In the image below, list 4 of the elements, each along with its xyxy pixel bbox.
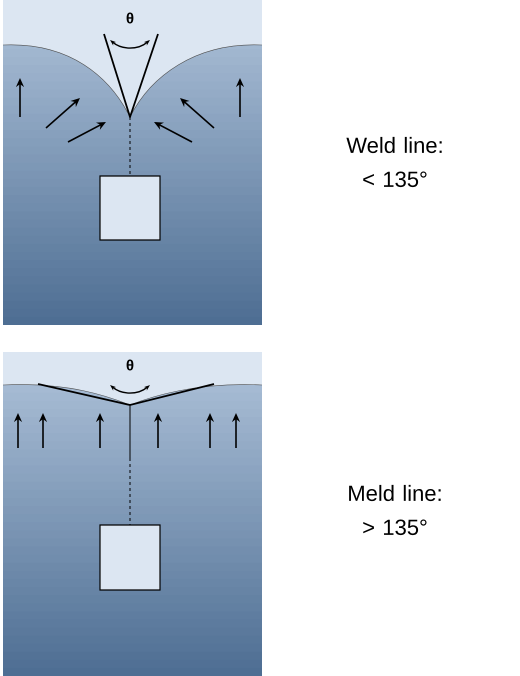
caption-text: Meld line: > 135° [349,484,441,536]
angle-label: θ [126,12,134,24]
angle-label: θ [126,360,134,370]
caption-text: Weld line: < 135° [346,136,442,188]
